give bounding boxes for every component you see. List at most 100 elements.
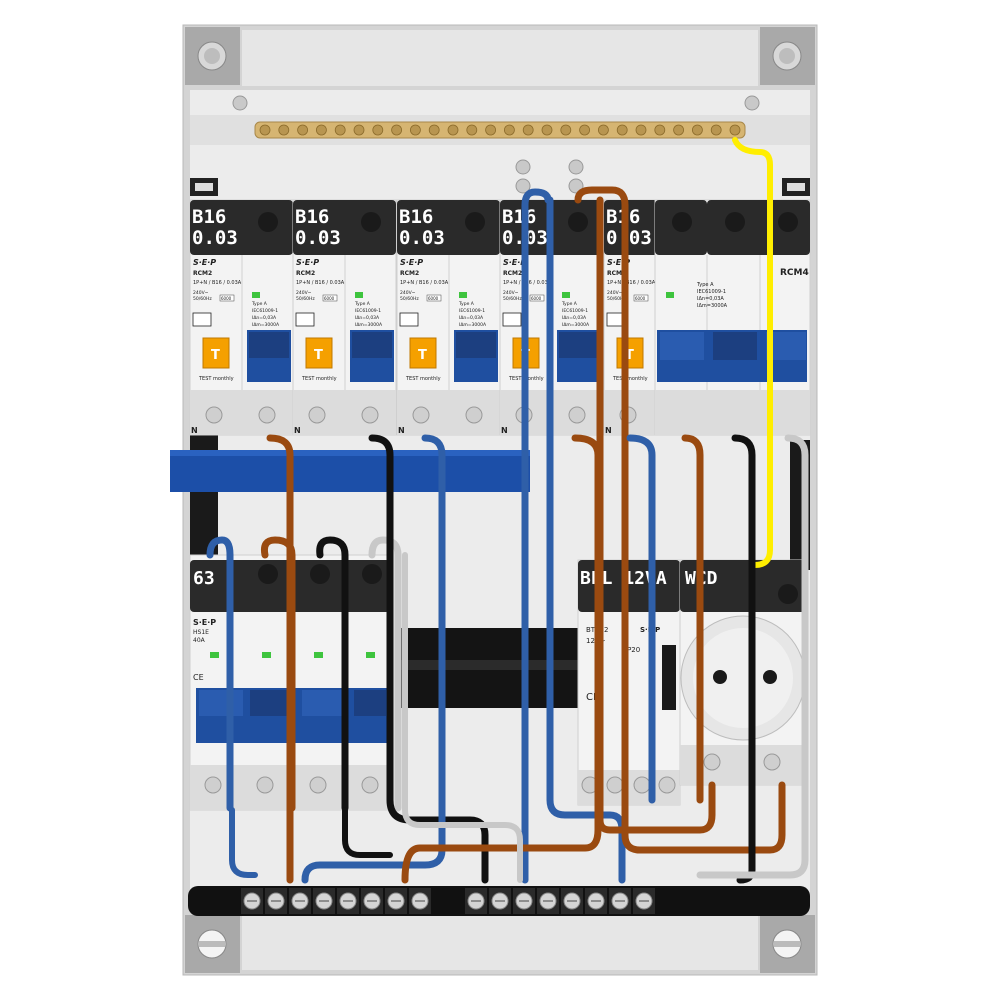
earth-bar-screw[interactable] [729, 124, 741, 136]
terminal-screw[interactable] [337, 888, 359, 914]
rcbo-test-key: T [418, 348, 427, 363]
earth-bar-screw[interactable] [616, 124, 628, 136]
earth-bar-screw[interactable] [522, 124, 534, 136]
bell-transformer-ip-rating: IP20 [625, 646, 640, 654]
terminal-screw[interactable] [489, 888, 511, 914]
rcbo-test-label: TEST monthly [405, 376, 441, 382]
rcbo-model: RCM2 [296, 270, 315, 277]
rcbo-model: RCM2 [607, 270, 626, 277]
rcbo-test-label: TEST monthly [612, 376, 648, 382]
earth-bar-screw[interactable] [447, 124, 459, 136]
rcbo-toggle-handle[interactable] [454, 330, 498, 382]
terminal-screw[interactable] [265, 888, 287, 914]
earth-bar-screw[interactable] [278, 124, 290, 136]
bell-transformer-ce-mark: CE [586, 692, 599, 703]
din-rail-end-clips [190, 178, 810, 196]
rcbo-test-key: T [314, 348, 323, 363]
earth-bar-screw[interactable] [598, 124, 609, 136]
earth-busbar [254, 121, 746, 139]
terminal-screw[interactable] [361, 888, 383, 914]
earth-bar-screw[interactable] [635, 124, 647, 136]
earth-bar-screw[interactable] [654, 124, 666, 136]
terminal-screw[interactable] [537, 888, 559, 914]
rcm4-icn-label: IΔm=3000A [697, 303, 728, 309]
wire [342, 807, 393, 858]
earth-bar-screw[interactable] [503, 124, 515, 136]
earth-bar-screw[interactable] [485, 124, 497, 136]
earth-bar-screw[interactable] [334, 124, 346, 136]
earth-bar-screw[interactable] [409, 124, 421, 136]
earth-bar-screw[interactable] [353, 124, 365, 136]
earth-bar-screw[interactable] [692, 124, 703, 136]
rcbo-toggle-handle[interactable] [557, 330, 601, 382]
rcbo-model: RCM2 [193, 270, 212, 277]
earth-bar-screw[interactable] [579, 124, 590, 136]
rcbo-test-button[interactable]: T [202, 337, 230, 369]
earth-bar-screw[interactable] [541, 124, 553, 136]
rcbo-neutral-label: N [294, 426, 301, 435]
rcbo-toggle-handle[interactable] [350, 330, 394, 382]
rcbo-standard: IEC61009-1 [459, 308, 485, 314]
earth-bar-screw[interactable] [710, 124, 722, 136]
wire [574, 186, 786, 854]
earth-bar-screw[interactable] [297, 124, 309, 136]
earth-bar-screw[interactable] [391, 124, 403, 136]
earth-bar-screw[interactable] [315, 124, 327, 136]
corner-screw-bottom-left[interactable] [185, 915, 240, 973]
rcbo-brand: S·E·P [607, 258, 630, 267]
rcbo-test-label: TEST monthly [301, 376, 337, 382]
terminal-screw[interactable] [585, 888, 607, 914]
rcm4-type-label: Type A [696, 282, 714, 288]
earth-bar-screw[interactable] [673, 124, 684, 136]
rcbo-toggle-handle[interactable] [247, 330, 291, 382]
rcbo-test-button[interactable]: T [616, 337, 644, 369]
terminal-screw[interactable] [513, 888, 535, 914]
terminal-screw[interactable] [313, 888, 335, 914]
terminal-screw[interactable] [465, 888, 487, 914]
rcbo-indicator [355, 292, 363, 298]
terminal-screw[interactable] [409, 888, 431, 914]
rcbo-type: Type A [458, 301, 475, 307]
rcbo-indicator [562, 292, 570, 298]
rcm4-model-label: RCM4 [780, 268, 809, 278]
corner-screw-top-right[interactable] [760, 27, 815, 85]
rcm4-module[interactable]: RCM4 Type A IEC61009-1 IΔn=0,03A IΔm=300… [654, 199, 811, 436]
wire [626, 434, 656, 804]
bell-transformer[interactable]: BEL 12VA S·E·P BT012 12V~ IP20 CE [577, 559, 681, 806]
corner-screw-top-left[interactable] [185, 27, 240, 85]
terminal-screw[interactable] [561, 888, 583, 914]
rcbo-frequency: 50/60Hz [503, 296, 522, 302]
wire [206, 536, 234, 812]
earth-bar-screw[interactable] [259, 124, 271, 136]
terminal-screw[interactable] [609, 888, 631, 914]
terminal-screw[interactable] [289, 888, 311, 914]
earth-bar-screw[interactable] [372, 124, 384, 136]
terminal-screw[interactable] [241, 888, 263, 914]
terminal-screw[interactable] [633, 888, 655, 914]
rcbo-icn: IΔm=3000A [252, 322, 280, 328]
rcbo-idn: IΔn=0,03A [459, 315, 484, 321]
bell-transformer-window [662, 645, 676, 710]
terminal-screw[interactable] [385, 888, 407, 914]
rcbo-frequency: 50/60Hz [400, 296, 419, 302]
rcbo-rating: B16 [502, 206, 536, 228]
rcbo-test-button[interactable]: T [305, 337, 333, 369]
rcbo-spec: 1P+N / B16 / 0.03A [296, 280, 345, 286]
corner-screw-bottom-right[interactable] [760, 915, 815, 973]
earth-bar-screw[interactable] [466, 124, 478, 136]
earth-bar-screw[interactable] [428, 124, 440, 136]
rcbo-standard: IEC61009-1 [562, 308, 588, 314]
top-cover-panel [242, 30, 758, 86]
main-switch-model: HS1E [193, 629, 209, 636]
earth-bar-screw[interactable] [560, 124, 572, 136]
kema-mark-icon [502, 312, 522, 327]
main-switch-current: 40A [193, 637, 206, 644]
rcbo-sensitivity: 0.03 [606, 227, 652, 249]
rcm4-toggle-handle[interactable] [657, 330, 807, 382]
kema-mark-icon [192, 312, 212, 327]
rcbo-test-button[interactable]: T [409, 337, 437, 369]
